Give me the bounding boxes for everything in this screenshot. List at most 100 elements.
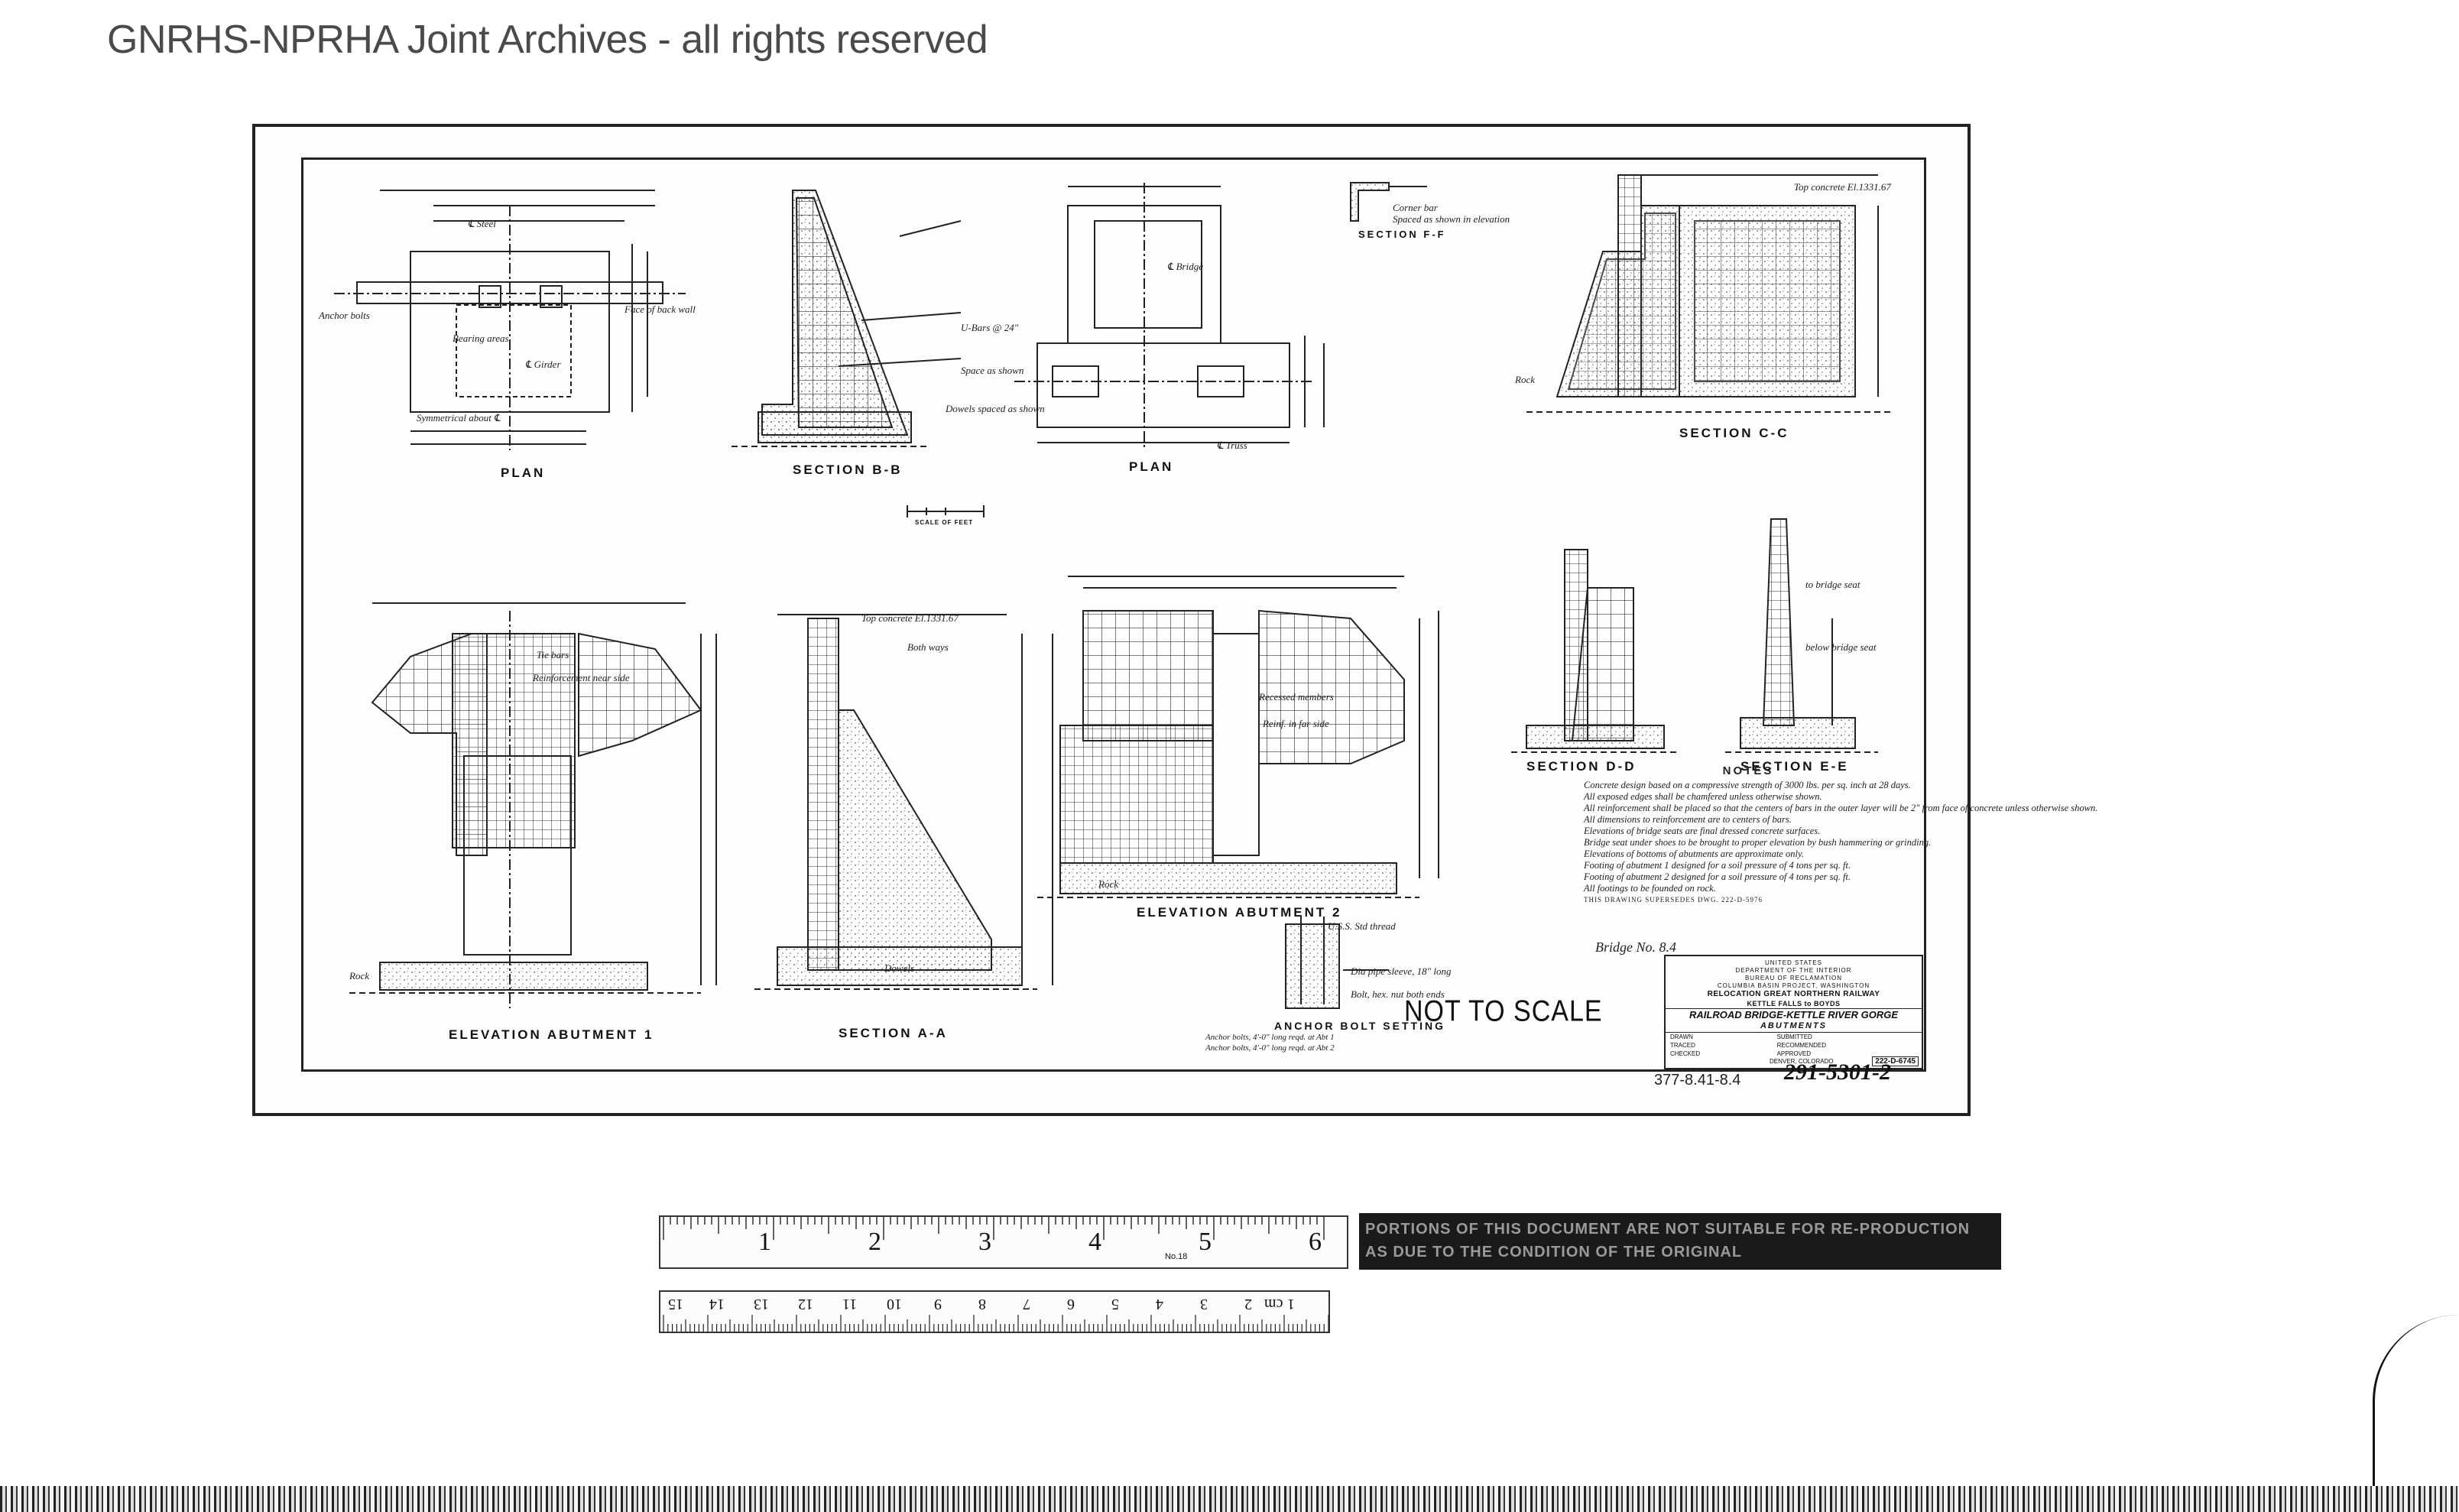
callout-bolt-hex-nut: Bolt, hex. nut both ends	[1351, 988, 1445, 1000]
ruler-cm-8: 8	[978, 1296, 986, 1312]
note-supersedes: THIS DRAWING SUPERSEDES DWG. 222-D-5976	[1584, 896, 1763, 904]
section-e-e-drawing	[1725, 518, 1878, 753]
note-line: All exposed edges shall be chamfered unl…	[1584, 791, 1822, 802]
view-title-section-a-a: SECTION A-A	[839, 1026, 948, 1040]
ruler-cm-3: 3	[1200, 1296, 1208, 1312]
ruler-cm-12: 12	[798, 1296, 813, 1312]
title-block: UNITED STATES DEPARTMENT OF THE INTERIOR…	[1664, 955, 1923, 1069]
elevation-abutment-2-drawing	[1037, 576, 1439, 898]
note-line: Footing of abutment 1 designed for a soi…	[1584, 860, 1851, 871]
view-title-anchor-bolt-setting: ANCHOR BOLT SETTING	[1274, 1020, 1445, 1032]
view-title-section-b-b: SECTION B-B	[793, 462, 903, 477]
note-line: Concrete design based on a compressive s…	[1584, 780, 1911, 790]
tb-signatures: DRAWN TRACED CHECKED SUBMITTED RECOMMEND…	[1666, 1032, 1922, 1058]
ruler-cm-7: 7	[1023, 1296, 1030, 1312]
view-title-elevation-abutment-2: ELEVATION ABUTMENT 2	[1137, 905, 1342, 920]
file-number: 377-8.41-8.4	[1654, 1072, 1741, 1089]
callout-recessed-members: Recessed members	[1259, 691, 1334, 702]
tb-line-1: RELOCATION GREAT NORTHERN RAILWAY	[1707, 990, 1880, 998]
reproduction-warning-strip: PORTIONS OF THIS DOCUMENT ARE NOT SUITAB…	[1359, 1213, 2001, 1270]
callout-corner-bar: Corner bar	[1393, 202, 1438, 213]
tb-traced: TRACED	[1670, 1042, 1695, 1049]
tb-recommended: RECOMMENDED	[1776, 1042, 1827, 1049]
callout-tie-bars: Tie bars	[537, 649, 569, 660]
anchor-bolt-setting-drawing	[1285, 917, 1389, 1009]
page-edge-curl	[2373, 1315, 2459, 1512]
view-title-section-e-e: SECTION E-E	[1740, 759, 1849, 774]
section-a-a-drawing	[754, 614, 1053, 990]
section-c-c-drawing	[1526, 174, 1893, 413]
elevation-abutment-1-drawing	[349, 602, 717, 1008]
note-line: All footings to be founded on rock.	[1584, 883, 1716, 894]
not-to-scale-stamp: NOT TO SCALE	[1404, 994, 1603, 1028]
callout-bridge: ℄ Bridge	[1167, 261, 1203, 272]
archive-watermark: GNRHS-NPRHA Joint Archives - all rights …	[107, 18, 988, 62]
view-title-elevation-abutment-1: ELEVATION ABUTMENT 1	[449, 1027, 654, 1042]
callout-below-bridge-seat: below bridge seat	[1805, 641, 1877, 653]
callout-reinf-far-side: Reinf. in far side	[1263, 718, 1329, 729]
callout-to-bridge-seat: to bridge seat	[1805, 579, 1860, 590]
drawing-border: PLAN SECTION B-B PLAN SECTION F-F SECTIO…	[301, 157, 2098, 1072]
callout-face-of-back-wall: Face of back wall	[624, 303, 696, 315]
tb-line-3: RAILROAD BRIDGE-KETTLE RIVER GORGE	[1666, 1008, 1922, 1020]
ruler-inch-6: 6	[1309, 1228, 1322, 1256]
tb-agency-2: DEPARTMENT OF THE INTERIOR	[1735, 967, 1852, 974]
note-line: Elevations of bridge seats are final dre…	[1584, 826, 1821, 836]
tb-project: COLUMBIA BASIN PROJECT, WASHINGTON	[1717, 982, 1870, 989]
notes-block: NOTES Concrete design based on a compres…	[1584, 764, 2098, 906]
callout-dowels: Dowels	[884, 962, 914, 974]
ruler-cm-2: 2	[1244, 1296, 1252, 1312]
reproduction-warning-text: PORTIONS OF THIS DOCUMENT ARE NOT SUITAB…	[1365, 1221, 1971, 1261]
ruler-cm-13: 13	[754, 1296, 769, 1312]
ruler-cm-4: 4	[1156, 1296, 1163, 1312]
callout-bearing-areas: Bearing areas	[453, 333, 509, 344]
drawing-sheet: PLAN SECTION B-B PLAN SECTION F-F SECTIO…	[252, 124, 2098, 1116]
ruler-inch-2: 2	[868, 1228, 881, 1256]
view-title-section-d-d: SECTION D-D	[1526, 759, 1637, 774]
tb-line-2: KETTLE FALLS to BOYDS	[1747, 1000, 1841, 1007]
ruler-cm-10: 10	[887, 1296, 902, 1312]
note-line: Elevations of bottoms of abutments are a…	[1584, 848, 1804, 859]
callout-dia-pipe-sleeve: Dia pipe sleeve, 18" long	[1351, 965, 1452, 977]
note-line: Footing of abutment 2 designed for a soi…	[1584, 871, 1851, 882]
callout-anchor-bolts-abt2: Anchor bolts, 4'-0" long reqd. at Abt 2	[1205, 1043, 1335, 1053]
callout-dowels-spaced: Dowels spaced as shown	[946, 403, 1045, 414]
callout-rock-a1: Rock	[349, 970, 369, 982]
tb-submitted: SUBMITTED	[1776, 1033, 1812, 1040]
tb-agency-1: UNITED STATES	[1765, 959, 1822, 966]
ruler-cm-15: 15	[668, 1296, 683, 1312]
callout-symmetrical: Symmetrical about ℄	[417, 412, 501, 423]
scale-bar	[907, 505, 985, 518]
ruler-inch-4: 4	[1088, 1228, 1101, 1256]
tb-line-4: ABUTMENTS	[1760, 1021, 1828, 1030]
callout-steel: ℄ Steel	[468, 218, 496, 229]
tb-sig-right: SUBMITTED RECOMMENDED APPROVED	[1773, 1033, 1922, 1058]
view-title-plan-right: PLAN	[1129, 459, 1174, 474]
cm-ruler-ticks	[663, 1315, 1329, 1332]
ruler-label: No.18	[1165, 1252, 1188, 1261]
section-f-f-drawing	[1350, 182, 1427, 222]
ruler-cm-11: 11	[842, 1296, 858, 1312]
note-line: Bridge seat under shoes to be brought to…	[1584, 837, 1932, 848]
callout-girder: ℄ Girder	[525, 359, 561, 370]
callout-uss-std-thread: U.S.S. Std thread	[1328, 920, 1396, 932]
ruler-cm-1: 1	[1287, 1296, 1295, 1312]
ruler-inch-3: 3	[978, 1228, 991, 1256]
tb-drawn: DRAWN	[1670, 1033, 1693, 1040]
scan-bottom-edge	[0, 1486, 2459, 1512]
callout-spaced-as-shown-elev: Spaced as shown in elevation	[1393, 213, 1510, 225]
ruler-cm-unit: cm	[1264, 1296, 1283, 1312]
inch-ruler-ticks	[663, 1217, 1325, 1240]
section-b-b-drawing	[732, 190, 962, 447]
scale-of-feet-label: SCALE OF FEET	[915, 519, 974, 526]
callout-u-bars: U-Bars @ 24"	[961, 322, 1019, 333]
plan-right-drawing	[1014, 183, 1325, 450]
tb-agency-3: BUREAU OF RECLAMATION	[1744, 975, 1843, 982]
ruler-inch-5: 5	[1199, 1228, 1212, 1256]
callout-top-concrete-a: Top concrete El.1331.67	[861, 612, 959, 624]
notes-title: NOTES	[1722, 764, 1774, 777]
ruler-cm-6: 6	[1067, 1296, 1075, 1312]
view-title-section-c-c: SECTION C-C	[1679, 426, 1789, 440]
note-line: All reinforcement shall be placed so tha…	[1584, 803, 2098, 813]
